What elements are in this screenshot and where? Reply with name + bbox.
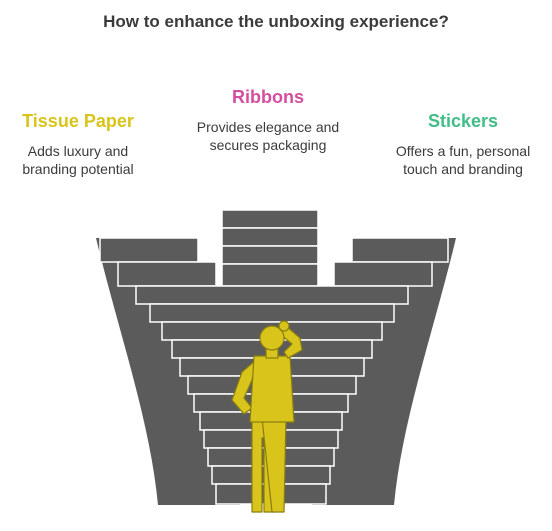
option-description: Adds luxury and branding potential [8, 142, 148, 178]
option-description-line: Adds luxury and [27, 143, 129, 159]
central-steps [135, 285, 409, 505]
option-description: Provides elegance and secures packaging [183, 118, 353, 154]
option-stickers: Stickers Offers a fun, personal touch an… [382, 110, 544, 178]
option-description-line: Provides elegance and [196, 119, 340, 135]
option-tissue-paper: Tissue Paper Adds luxury and branding po… [8, 110, 148, 178]
option-ribbons: Ribbons Provides elegance and secures pa… [183, 86, 353, 154]
option-description-line: secures packaging [209, 137, 327, 153]
option-description-line: touch and branding [403, 161, 523, 177]
option-heading: Tissue Paper [22, 111, 134, 131]
thinking-person-figure [231, 320, 303, 513]
option-heading: Stickers [427, 111, 499, 131]
right-step-block [333, 237, 449, 287]
right-stair-wall [312, 238, 456, 505]
option-heading: Ribbons [232, 87, 304, 107]
middle-step-block [221, 209, 319, 287]
left-step-block [99, 237, 217, 287]
option-description: Offers a fun, personal touch and brandin… [382, 142, 544, 178]
option-description-line: branding potential [22, 161, 134, 177]
option-description-line: Offers a fun, personal [395, 143, 531, 159]
diagram-title: How to enhance the unboxing experience? [103, 12, 449, 31]
